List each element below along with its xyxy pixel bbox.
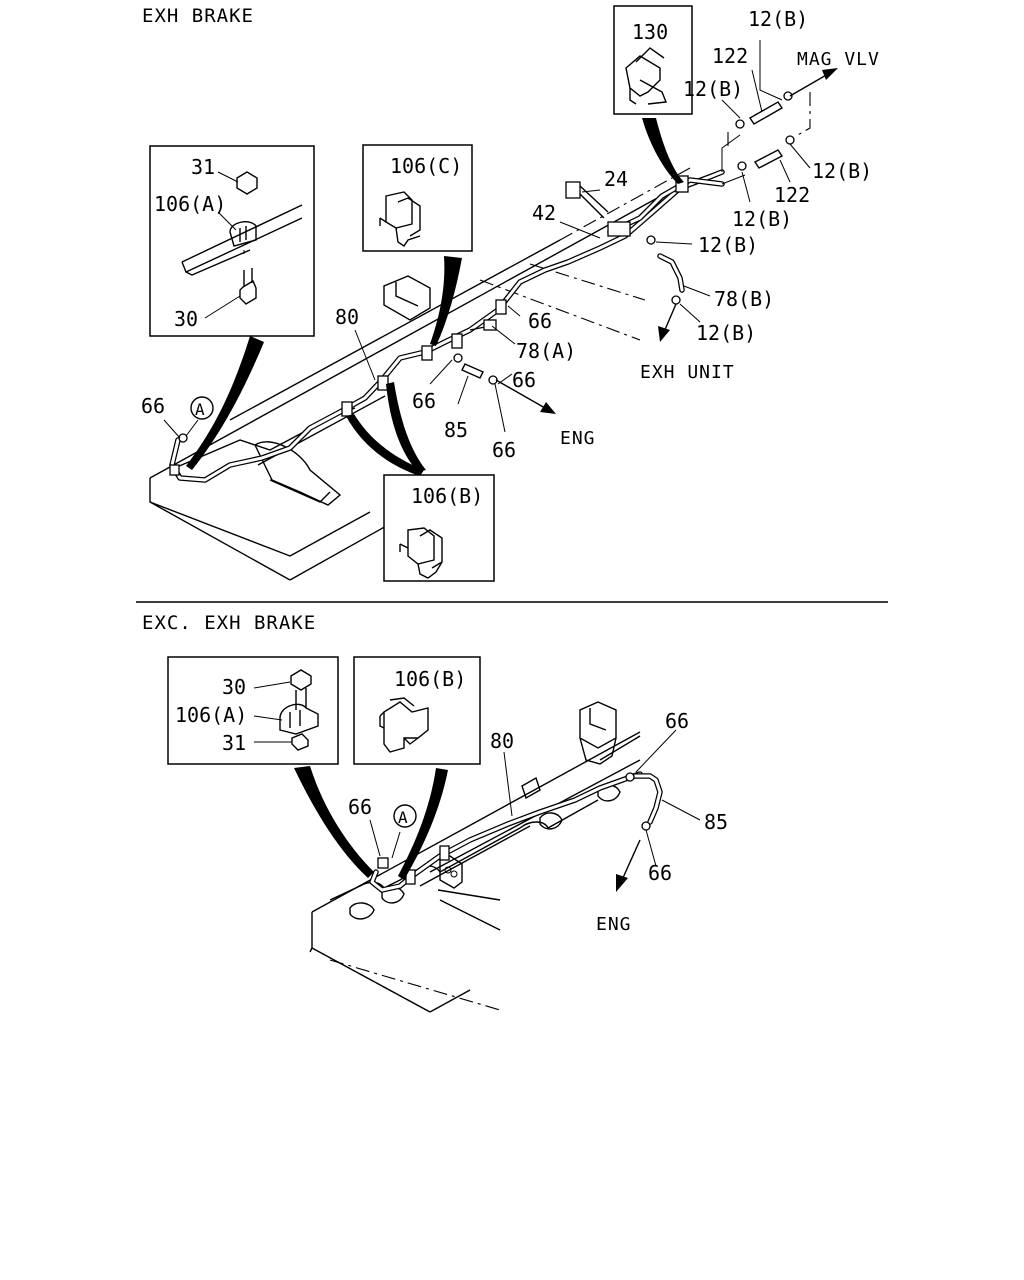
- mag-vlv-link: [727, 68, 838, 146]
- label-106b-bottom: 106(B): [394, 667, 466, 691]
- callout-box-106b-bottom: 106(B): [353, 656, 481, 765]
- label-85-top: 85: [444, 418, 468, 442]
- pipe-122: [749, 101, 784, 169]
- circle-a-top: [190, 396, 214, 420]
- label-24: 24: [604, 167, 628, 191]
- leader-lines-bottom: [369, 729, 701, 867]
- label-80-top: 80: [335, 305, 359, 329]
- label-66-a-bottom: 66: [665, 709, 689, 733]
- label-12b-c: 12(B): [812, 159, 872, 183]
- callout-box-106a-bottom: 30 106(A) 31: [167, 656, 339, 765]
- label-66-b-bottom: 66: [648, 861, 672, 885]
- clamp-marks-top: [169, 175, 689, 476]
- label-12b-b: 12(B): [683, 77, 743, 101]
- label-106c: 106(C): [390, 154, 462, 178]
- callout-box-106b-top: 106(B): [383, 474, 495, 582]
- dest-eng-bottom: ENG: [596, 914, 632, 935]
- callout-box-106a-top: 31 106(A) 30: [149, 145, 315, 337]
- circle-a-bottom: [393, 804, 417, 828]
- hose-85-bottom: [625, 772, 663, 831]
- hose-78b: [657, 253, 685, 293]
- label-66-c: 66: [412, 389, 436, 413]
- section-title-exc-exh-brake: EXC. EXH BRAKE: [142, 612, 316, 634]
- label-80-bottom: 80: [490, 729, 514, 753]
- label-106b-top: 106(B): [411, 484, 483, 508]
- exh-unit-arrow: [658, 303, 677, 342]
- callout-swooshes-bottom: [294, 766, 448, 880]
- label-66-c-bottom: 66: [348, 795, 372, 819]
- clip-12b-group: [178, 91, 795, 443]
- callout-box-130: 130: [613, 5, 693, 115]
- label-130: 130: [632, 20, 668, 44]
- eng-arrow-top: [495, 379, 556, 414]
- label-106a-top: 106(A): [154, 192, 226, 216]
- label-66-d: 66: [492, 438, 516, 462]
- label-42: 42: [532, 201, 556, 225]
- leader-lines-top: [163, 40, 811, 439]
- bolt-24: [565, 181, 609, 219]
- circle-a-leader-top: [185, 419, 199, 437]
- label-78a: 78(A): [516, 339, 576, 363]
- label-a-bottom: A: [398, 808, 408, 827]
- dest-exh-unit: EXH UNIT: [640, 362, 735, 383]
- label-12b-e: 12(B): [698, 233, 758, 257]
- frame-rail-bottom: [309, 701, 641, 1013]
- label-122-b: 122: [774, 183, 810, 207]
- pipe-80-bottom: [369, 771, 643, 893]
- label-31-bottom: 31: [222, 731, 246, 755]
- label-78b: 78(B): [714, 287, 774, 311]
- label-31-top: 31: [191, 155, 215, 179]
- eng-arrow-bottom: [616, 839, 641, 892]
- label-12b-a: 12(B): [748, 7, 808, 31]
- label-66-a: 66: [528, 309, 552, 333]
- label-12b-f: 12(B): [696, 321, 756, 345]
- section-title-exh-brake: EXH BRAKE: [142, 5, 254, 27]
- label-85-bottom: 85: [704, 810, 728, 834]
- label-30-top: 30: [174, 307, 198, 331]
- label-a-top: A: [195, 400, 205, 419]
- dest-eng-top: ENG: [560, 428, 596, 449]
- hose-85-top: [461, 319, 497, 379]
- label-30-bottom: 30: [222, 675, 246, 699]
- label-106a-bottom: 106(A): [175, 703, 247, 727]
- callout-swooshes-top: [186, 118, 684, 476]
- dest-mag-vlv: MAG VLV: [797, 49, 880, 70]
- label-12b-d: 12(B): [732, 207, 792, 231]
- label-122-a: 122: [712, 44, 748, 68]
- label-66-e: 66: [141, 394, 165, 418]
- label-66-b: 66: [512, 368, 536, 392]
- callout-box-106c: 106(C): [362, 144, 473, 252]
